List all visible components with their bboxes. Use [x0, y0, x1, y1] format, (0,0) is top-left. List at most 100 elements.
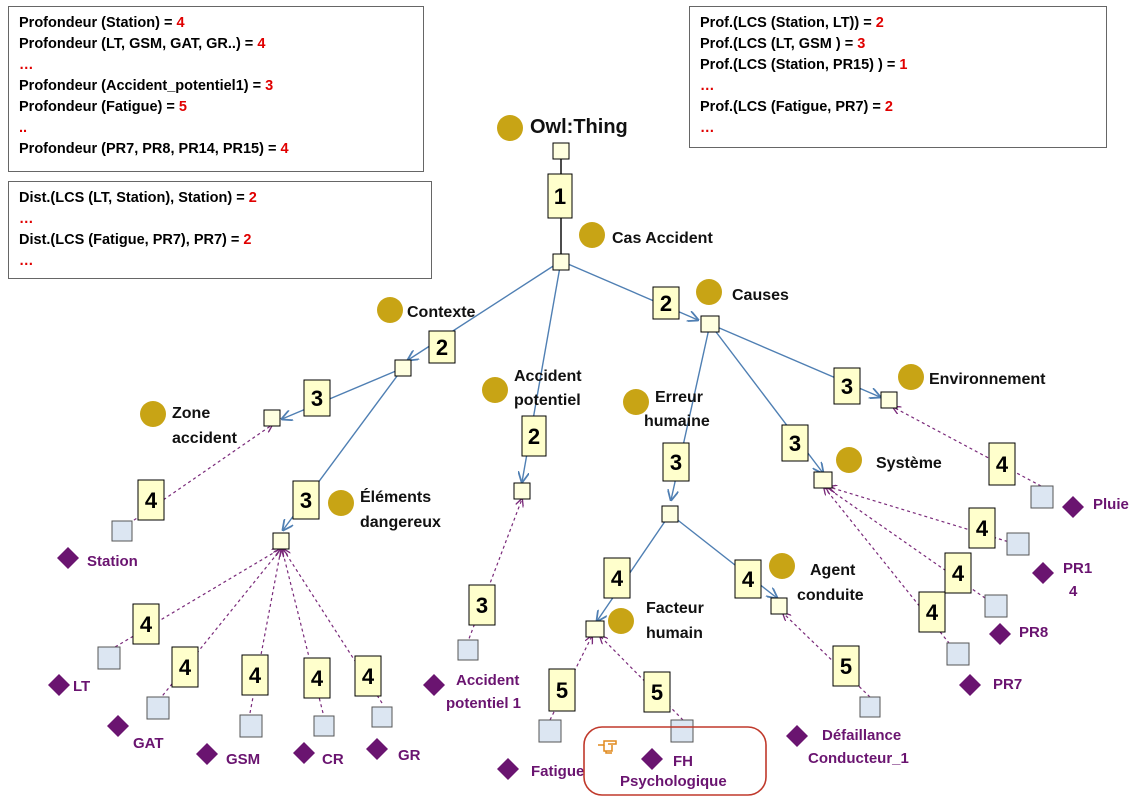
svg-text:5: 5	[651, 680, 663, 705]
depth-label: 4	[918, 591, 946, 633]
instance-diamond	[497, 758, 519, 780]
node-zone	[263, 409, 281, 427]
depth-label: 4	[132, 603, 160, 645]
svg-text:4: 4	[996, 452, 1009, 477]
svg-text:5: 5	[840, 654, 852, 679]
depth-label: 3	[833, 367, 861, 405]
svg-text:5: 5	[556, 678, 568, 703]
box-line: …	[700, 120, 715, 136]
label-cas-accident: Cas Accident	[612, 230, 713, 247]
depth-label: 1	[547, 173, 573, 219]
instance-nodes	[97, 485, 1054, 743]
label-fh-2: Psychologique	[620, 773, 727, 790]
box-line: Profondeur (Fatigue) = 5	[19, 99, 187, 115]
instance-diamond	[989, 623, 1011, 645]
box-line: …	[700, 78, 715, 94]
label-contexte: Contexte	[407, 304, 476, 321]
instance-diamond	[1032, 562, 1054, 584]
class-dot	[623, 389, 649, 415]
class-dot	[497, 115, 523, 141]
svg-text:4: 4	[742, 567, 755, 592]
node-gsm	[239, 714, 263, 738]
edge-pluie	[893, 407, 1042, 487]
highlight-box	[583, 726, 767, 796]
svg-text:4: 4	[311, 666, 324, 691]
label-fatigue: Fatigue	[531, 763, 584, 780]
pointing-hand-icon	[598, 740, 617, 754]
depth-label: 4	[968, 507, 996, 549]
node-facteur	[585, 620, 605, 638]
node-contexte	[394, 359, 412, 377]
label-pr7: PR7	[993, 676, 1022, 693]
svg-text:4: 4	[140, 612, 153, 637]
label-systeme: Système	[876, 455, 942, 472]
label-pr14-2: 4	[1069, 583, 1078, 600]
depth-label: 3	[303, 379, 331, 417]
edge-fh	[600, 636, 684, 721]
label-potentiel1-2: potentiel 1	[446, 695, 521, 712]
class-dot	[328, 490, 354, 516]
label-causes: Causes	[732, 287, 789, 304]
label-pr8: PR8	[1019, 624, 1048, 641]
svg-text:4: 4	[976, 516, 989, 541]
node-erreur	[661, 505, 679, 523]
class-dot	[482, 377, 508, 403]
label-elements-1: Éléments	[360, 487, 431, 506]
box-line: Profondeur (PR7, PR8, PR14, PR15) = 4	[19, 141, 289, 157]
node-owl-thing	[552, 142, 570, 160]
label-cr: CR	[322, 751, 344, 768]
node-env	[880, 391, 898, 409]
class-dot	[898, 364, 924, 390]
node-station	[111, 520, 133, 542]
label-gr: GR	[398, 747, 421, 764]
node-fh	[670, 719, 694, 743]
depth-label: 4	[603, 557, 631, 599]
svg-text:3: 3	[670, 450, 682, 475]
svg-text:1: 1	[554, 184, 566, 209]
svg-text:2: 2	[436, 335, 448, 360]
instance-diamond	[293, 742, 315, 764]
label-defaillance-2: Conducteur_1	[808, 750, 909, 767]
edge-erreur-facteur	[597, 513, 671, 621]
label-potentiel-2: potentiel	[514, 392, 581, 409]
svg-text:4: 4	[952, 561, 965, 586]
node-potentiel	[513, 482, 531, 500]
edge-gsm	[249, 549, 281, 714]
distance-box: Dist.(LCS (LT, Station), Station) = 2 … …	[8, 181, 432, 279]
class-dot	[140, 401, 166, 427]
instance-diamond	[196, 743, 218, 765]
depth-label: 4	[944, 552, 972, 594]
label-zone-1: Zone	[172, 405, 210, 422]
depth-label: 5	[832, 645, 860, 687]
instance-diamond	[1062, 496, 1084, 518]
depth-label: 4	[137, 479, 165, 521]
class-labels: Owl:Thing Cas Accident Contexte Causes Z…	[172, 116, 1046, 642]
node-causes	[700, 315, 720, 333]
label-lt: LT	[73, 678, 90, 695]
edge-pr8	[826, 487, 996, 606]
class-nodes	[263, 142, 898, 638]
depth-label: 4	[988, 442, 1016, 486]
class-dot	[377, 297, 403, 323]
instance-labels: Station LT GAT GSM CR GR Accident potent…	[73, 496, 1129, 790]
box-line: Profondeur (Accident_potentiel1) = 3	[19, 78, 274, 94]
node-fatigue	[538, 719, 562, 743]
depth-label: 5	[643, 671, 671, 713]
instance-diamond	[366, 738, 388, 760]
depth-label: 3	[468, 584, 496, 626]
depth-label: 2	[652, 286, 680, 320]
label-zone-2: accident	[172, 430, 238, 447]
depth-label: 4	[241, 654, 269, 696]
box-line: ..	[19, 120, 28, 136]
svg-text:3: 3	[841, 374, 853, 399]
label-pluie: Pluie	[1093, 496, 1129, 513]
svg-text:4: 4	[249, 663, 262, 688]
label-elements-2: dangereux	[360, 514, 441, 531]
node-systeme	[813, 471, 833, 489]
node-cr	[313, 715, 335, 737]
class-dot	[769, 553, 795, 579]
svg-text:3: 3	[311, 386, 323, 411]
box-line: …	[19, 253, 34, 269]
instance-diamond	[57, 547, 79, 569]
